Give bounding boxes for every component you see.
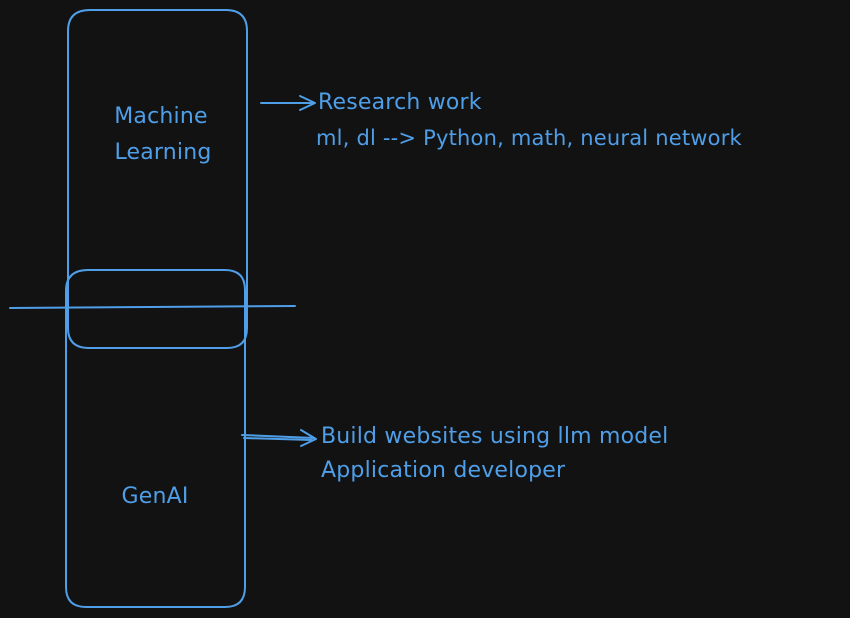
genai-label: GenAI [121,484,189,509]
divider-line[interactable] [9,305,296,309]
ml-note-line1: Research work [318,90,482,115]
genai-arrow[interactable] [241,429,317,447]
machine-learning-box[interactable] [67,9,248,349]
machine-learning-label-line1: Machine [114,104,208,129]
genai-box[interactable] [65,269,246,608]
ml-note-line2: ml, dl --> Python, math, neural network [316,126,742,150]
genai-note-line1: Build websites using llm model [321,424,669,449]
ml-arrow[interactable] [260,95,316,111]
machine-learning-label-line2: Learning [114,140,212,165]
genai-note-line2: Application developer [321,458,566,483]
